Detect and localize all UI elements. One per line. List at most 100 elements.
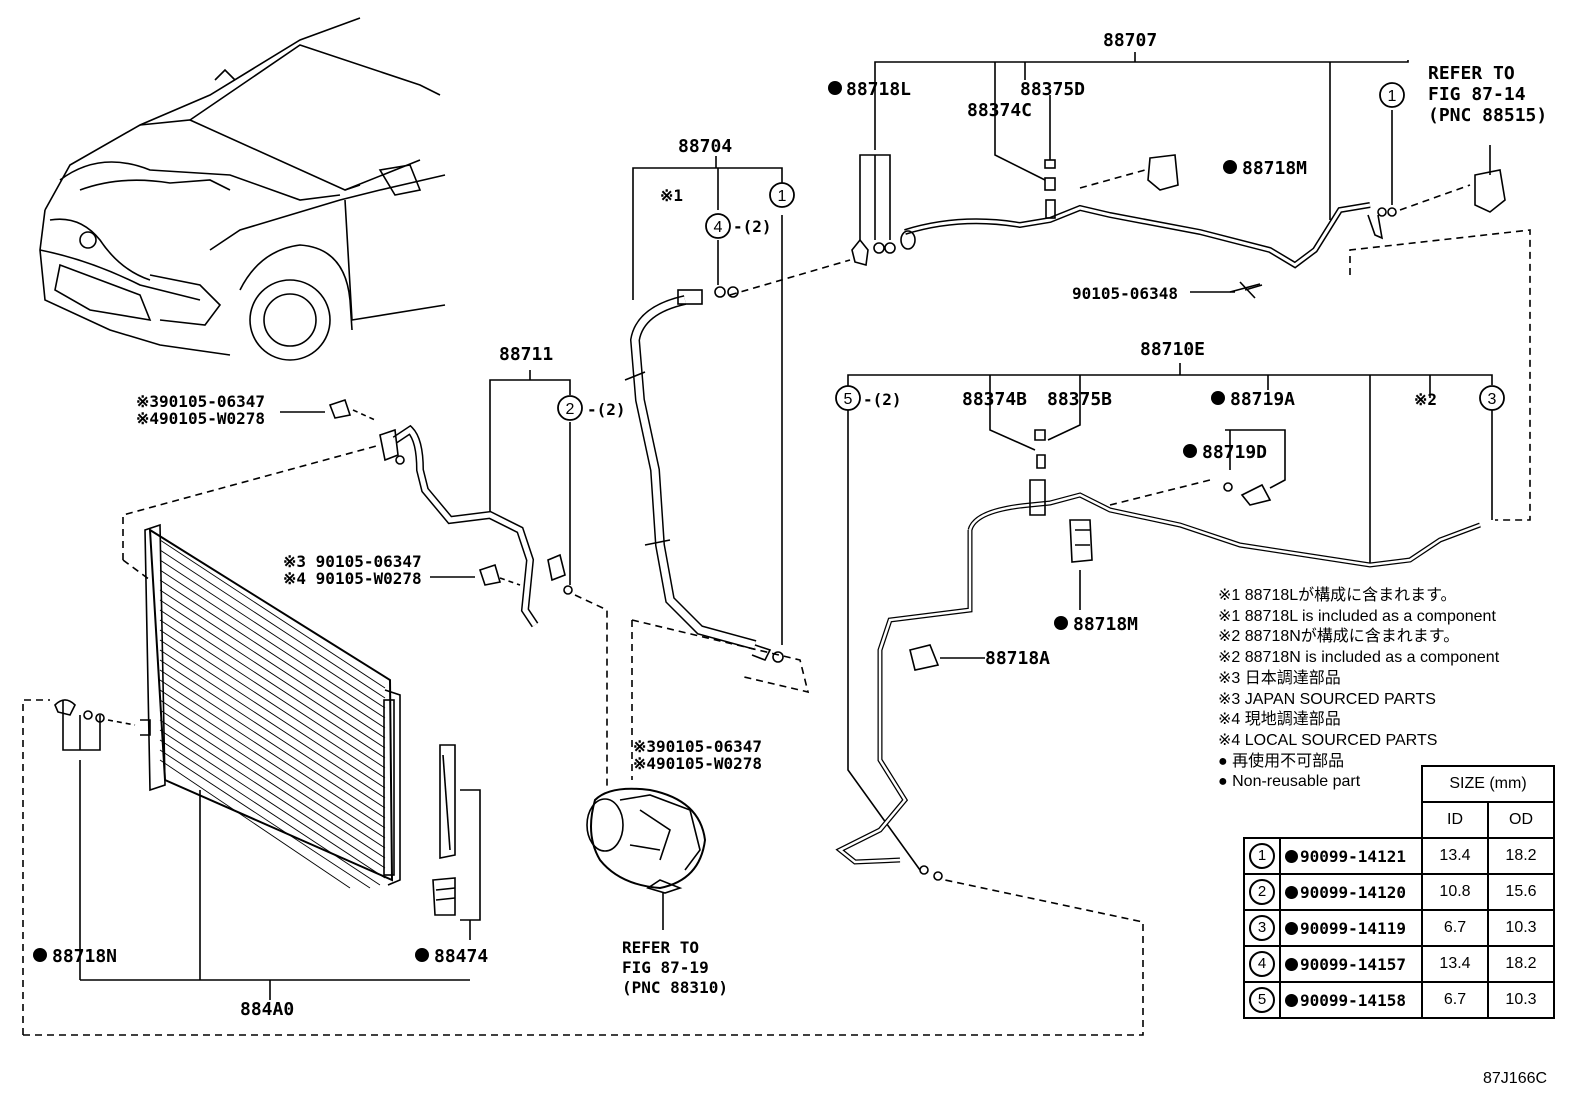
- refer-top-line1: REFER TO: [1428, 63, 1515, 84]
- part-number: 90099-14120: [1300, 882, 1406, 902]
- od-value: 10.3: [1487, 909, 1555, 947]
- od-value: 15.6: [1487, 873, 1555, 911]
- note-line: ※4 現地調達部品: [1218, 711, 1341, 729]
- table-row: 5 90099-14158 6.7 10.3: [1243, 981, 1555, 1019]
- label-bolt-mid-b: ※4 90105-W0278: [283, 569, 422, 588]
- part-number: 90099-14121: [1300, 846, 1406, 866]
- non-reusable-dot: [1054, 616, 1068, 630]
- note-line: ※3 JAPAN SOURCED PARTS: [1218, 690, 1436, 708]
- refer-top-line3: (PNC 88515): [1428, 105, 1547, 126]
- note-line: ※2 88718Nが構成に含まれます。: [1218, 628, 1460, 646]
- label-88707: 88707: [1103, 30, 1157, 51]
- non-reusable-dot: [1285, 885, 1298, 899]
- callout-circle: [1379, 82, 1405, 108]
- label-88718L: 88718L: [846, 79, 911, 100]
- od-value: 10.3: [1487, 981, 1555, 1019]
- table-row: 3 90099-14119 6.7 10.3: [1243, 909, 1555, 947]
- label-88710E: 88710E: [1140, 339, 1205, 360]
- qty-5: -(2): [863, 390, 902, 409]
- label-88375D: 88375D: [1020, 79, 1085, 100]
- id-value: 10.8: [1421, 873, 1489, 911]
- callout-number: 2: [566, 401, 575, 418]
- row-number: 5: [1249, 987, 1275, 1013]
- label-88718N: 88718N: [52, 946, 117, 967]
- label-88711: 88711: [499, 344, 553, 365]
- callout-circle: [1479, 385, 1505, 411]
- non-reusable-dot: [1285, 957, 1298, 971]
- note2-mark: ※2: [1414, 390, 1437, 409]
- part-number: 90099-14158: [1300, 990, 1406, 1010]
- non-reusable-dot: [1183, 444, 1197, 458]
- label-88474: 88474: [434, 946, 488, 967]
- callout-circle: [705, 213, 731, 239]
- table-row: 2 90099-14120 10.8 15.6: [1243, 873, 1555, 911]
- label-88375B: 88375B: [1047, 389, 1112, 410]
- non-reusable-dot: [1285, 921, 1298, 935]
- row-number: 3: [1249, 915, 1275, 941]
- refer-bottom-line3: (PNC 88310): [622, 978, 728, 997]
- vehicle-illustration: [39, 17, 446, 361]
- note-line: ● Non-reusable part: [1218, 773, 1361, 791]
- id-value: 6.7: [1421, 909, 1489, 947]
- label-88719A: 88719A: [1230, 389, 1295, 410]
- note-line: ※1 88718L is included as a component: [1218, 607, 1496, 625]
- condenser-884A0: [22, 523, 1144, 1036]
- label-884A0: 884A0: [240, 999, 294, 1020]
- refer-bottom-line2: FIG 87-19: [622, 958, 709, 977]
- label-88718M-mid: 88718M: [1073, 614, 1138, 635]
- note-line: ※4 LOCAL SOURCED PARTS: [1218, 731, 1438, 749]
- callout-number: 5: [844, 391, 853, 408]
- part-number: 90099-14157: [1300, 954, 1406, 974]
- non-reusable-dot: [415, 948, 429, 962]
- notes-legend: ※1 88718Lが構成に含まれます。 ※1 88718L is include…: [1218, 586, 1578, 793]
- label-88704: 88704: [678, 136, 732, 157]
- od-value: 18.2: [1487, 945, 1555, 983]
- id-value: 13.4: [1421, 945, 1489, 983]
- callout-circle: [835, 385, 861, 411]
- assembly-88707: [729, 52, 1531, 521]
- refer-top-line2: FIG 87-14: [1428, 84, 1526, 105]
- label-bolt-low-b: ※490105-W0278: [633, 754, 762, 773]
- callout-number: 1: [1388, 88, 1397, 105]
- label-bolt-left-a: ※390105-06347: [136, 392, 265, 411]
- row-number: 2: [1249, 879, 1275, 905]
- o-ring-size-table: SIZE (mm) ID OD 1 90099-14121 13.4 18.2 …: [1243, 765, 1555, 1019]
- row-number: 4: [1249, 951, 1275, 977]
- label-bolt-mid-a: ※3 90105-06347: [283, 552, 422, 571]
- note1-mark: ※1: [660, 186, 683, 205]
- non-reusable-dot: [828, 81, 842, 95]
- label-88718A: 88718A: [985, 648, 1050, 669]
- non-reusable-dot: [1211, 391, 1225, 405]
- col-od: OD: [1487, 801, 1555, 839]
- callout-number: 4: [714, 219, 723, 236]
- callout-circle: [769, 182, 795, 208]
- label-88374B: 88374B: [962, 389, 1027, 410]
- label-bolt-90105-06348: 90105-06348: [1072, 284, 1178, 303]
- id-value: 13.4: [1421, 837, 1489, 875]
- col-id: ID: [1421, 801, 1489, 839]
- qty-2: -(2): [587, 400, 626, 419]
- assembly-88710E: [835, 363, 1493, 881]
- callout-number: 3: [1488, 391, 1497, 408]
- non-reusable-dot: [33, 948, 47, 962]
- label-bolt-low-a: ※390105-06347: [633, 737, 762, 756]
- callout-circle: [557, 395, 583, 421]
- qty-4: -(2): [733, 217, 772, 236]
- callout-circles: 1 1 2 3 4 5: [557, 82, 1505, 421]
- refer-bottom-line1: REFER TO: [622, 938, 699, 957]
- label-88718M-top: 88718M: [1242, 158, 1307, 179]
- figure-code: 87J166C: [1483, 1070, 1548, 1087]
- label-bolt-left-b: ※490105-W0278: [136, 409, 265, 428]
- table-row: 4 90099-14157 13.4 18.2: [1243, 945, 1555, 983]
- part-number: 90099-14119: [1300, 918, 1406, 938]
- note-line: ※3 日本調達部品: [1218, 669, 1341, 687]
- non-reusable-dot: [1223, 160, 1237, 174]
- table-row: 1 90099-14121 13.4 18.2: [1243, 837, 1555, 875]
- note-line: ● 再使用不可部品: [1218, 752, 1345, 770]
- note-line: ※2 88718N is included as a component: [1218, 649, 1500, 667]
- label-88374C: 88374C: [967, 100, 1032, 121]
- callout-number: 1: [778, 188, 787, 205]
- od-value: 18.2: [1487, 837, 1555, 875]
- size-header: SIZE (mm): [1421, 765, 1555, 803]
